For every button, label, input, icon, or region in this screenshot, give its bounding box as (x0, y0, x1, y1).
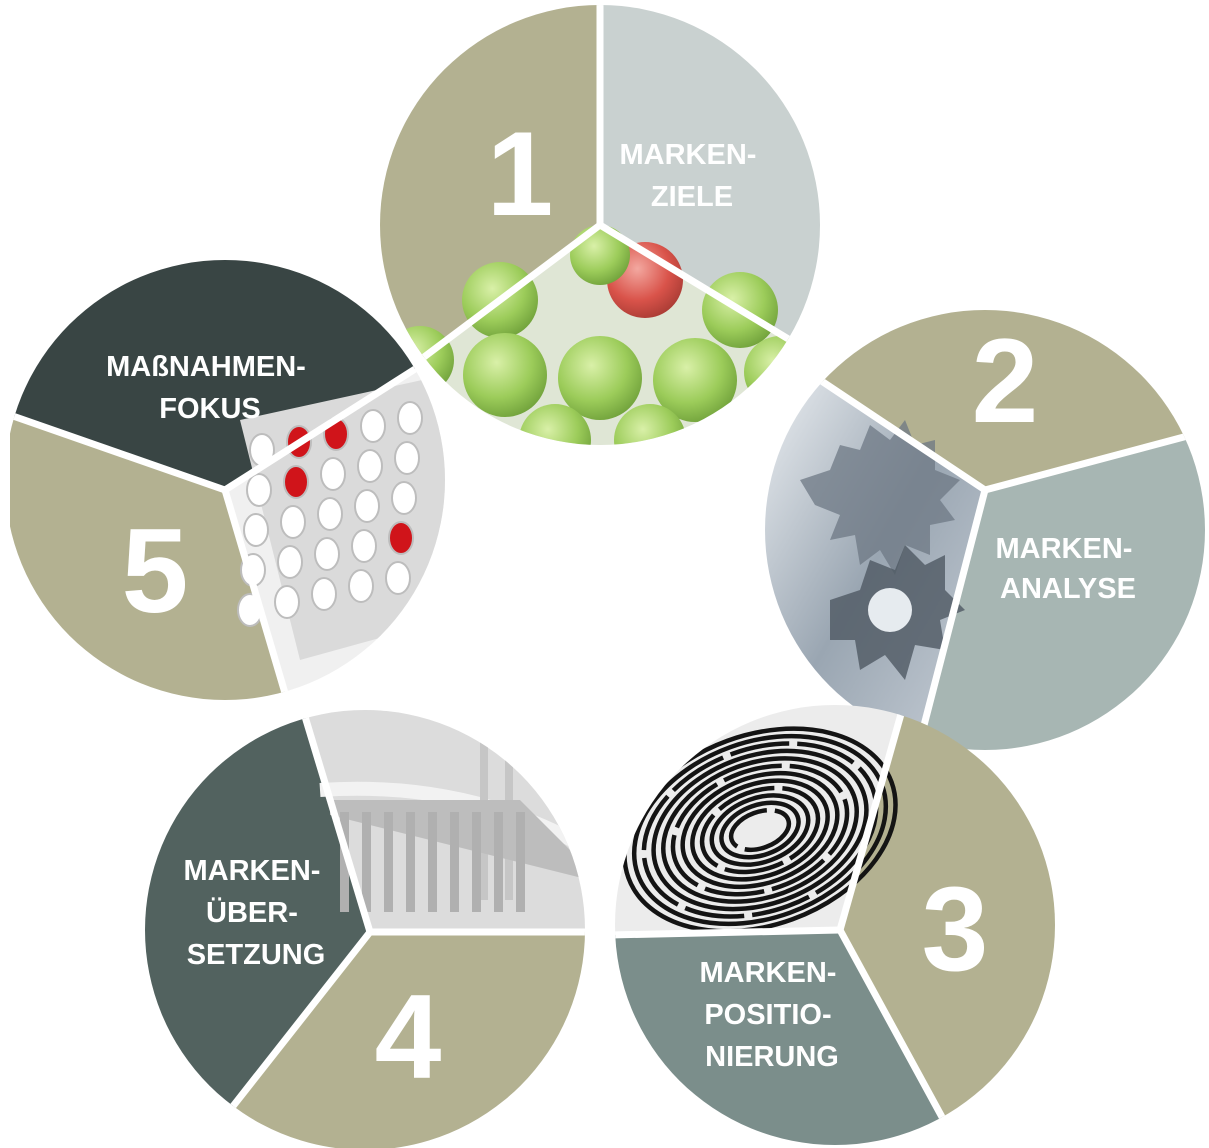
step-4-number: 4 (375, 970, 442, 1104)
step-4-number-segment (230, 932, 585, 1148)
step-4-label-line: SETZUNG (187, 939, 326, 971)
step-3-label: MARKEN- POSITIO- NIERUNG (700, 957, 845, 1073)
step-5-label-segment (10, 260, 445, 490)
step-2-label-segment (915, 430, 1205, 750)
step-5-circle: 5 MAßNAHMEN- FOKUS (8, 260, 445, 700)
green-apple-icon (614, 404, 686, 445)
step-5-number: 5 (122, 504, 189, 638)
step-1-label-line: ZIELE (651, 181, 733, 213)
step-3-label-line: MARKEN- (700, 957, 837, 989)
step-1-label-line: MARKEN- (620, 139, 757, 171)
step-1-number: 1 (487, 107, 554, 241)
gears-icon (765, 370, 985, 750)
step-2-number: 2 (972, 314, 1039, 448)
step-2-circle: 2 MARKEN- ANALYSE (765, 310, 1205, 750)
step-3-label-line: NIERUNG (705, 1041, 839, 1073)
step-4-label: MARKEN- ÜBER- SETZUNG (184, 855, 329, 971)
step-4-label-line: ÜBER- (206, 896, 298, 929)
step-1-circle: 1 MARKEN- ZIELE (380, 5, 820, 445)
green-apple-icon (558, 336, 642, 420)
step-5-label-line: FOKUS (159, 393, 261, 425)
step-3-label-line: POSITIO- (704, 999, 831, 1031)
step-3-circle: 3 MARKEN- POSITIO- NIERUNG (615, 705, 1055, 1145)
green-apple-icon (519, 404, 591, 445)
step-2-label-line: ANALYSE (1000, 573, 1136, 605)
step-1-label: MARKEN- ZIELE (620, 139, 765, 213)
step-4-label-segment (145, 710, 370, 1110)
step-4-label-line: MARKEN- (184, 855, 321, 887)
step-2-label-line: MARKEN- (996, 533, 1133, 565)
step-4-circle: 4 MARKEN- ÜBER- SETZUNG (145, 710, 585, 1148)
green-apple-icon (744, 336, 816, 408)
green-apple-icon (463, 333, 547, 417)
step-3-number: 3 (922, 862, 989, 996)
step-5-label-line: MAßNAHMEN- (106, 351, 306, 383)
green-apple-icon (653, 338, 737, 422)
step-3-label-segment (615, 930, 960, 1145)
step-5-label: MAßNAHMEN- FOKUS (106, 351, 314, 425)
step-2-label: MARKEN- ANALYSE (996, 533, 1141, 605)
bridge-icon (300, 710, 585, 932)
connect-four-icon (225, 350, 445, 700)
